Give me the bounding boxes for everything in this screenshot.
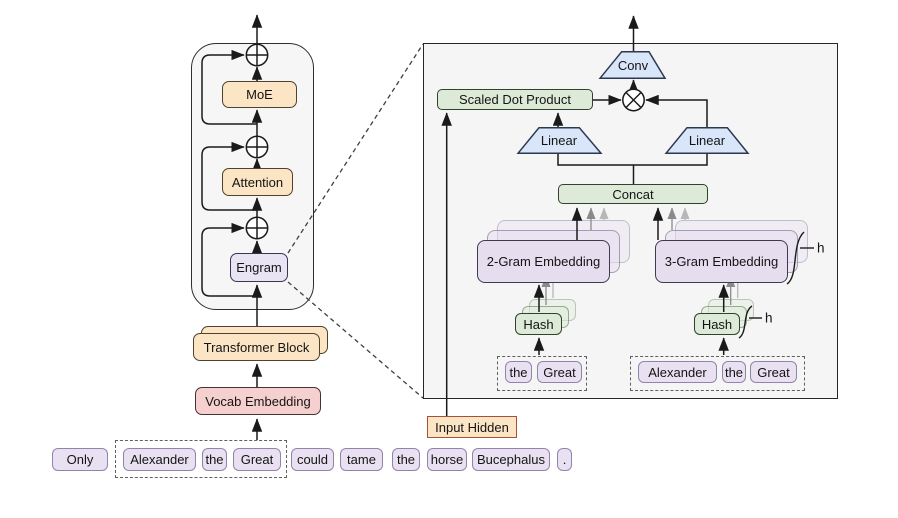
token: Great [233, 448, 281, 471]
linear-left-label: Linear [541, 133, 578, 148]
token: the [722, 361, 746, 383]
conv-label: Conv [618, 58, 649, 73]
token: the [505, 361, 532, 383]
engram-block: Engram [230, 253, 288, 282]
ngram-window-group [115, 440, 287, 478]
token: Great [750, 361, 797, 383]
bigram-input-group [497, 356, 587, 391]
hash-right-h-label: h [765, 311, 773, 326]
trigram-input-group [630, 356, 805, 391]
residual-skip-attention [201, 141, 257, 211]
token: the [392, 448, 420, 471]
residual-skip-engram [201, 222, 257, 297]
token: . [557, 448, 572, 471]
three-gram-h-label: h [817, 241, 825, 256]
hash-left-block: Hash [515, 313, 562, 335]
scaled-dot-product-block: Scaled Dot Product [437, 89, 593, 110]
residual-skip-moe [201, 49, 257, 125]
token: Only [52, 448, 108, 471]
token: tame [340, 448, 383, 471]
zoom-connector-top [287, 43, 424, 254]
transformer-block: Transformer Block [193, 333, 320, 361]
three-gram-h-brace [786, 231, 805, 285]
zoom-connector-bottom [287, 281, 424, 399]
circle-plus-icon [245, 135, 269, 159]
linear-right-label: Linear [689, 133, 726, 148]
token: Alexander [638, 361, 717, 383]
token: could [291, 448, 334, 471]
circle-plus-icon [245, 216, 269, 240]
token: horse [427, 448, 467, 471]
token: Alexander [123, 448, 196, 471]
concat-block: Concat [558, 184, 708, 204]
token: Bucephalus [472, 448, 550, 471]
linear-right-trapezoid [664, 126, 750, 155]
circle-plus-icon [245, 43, 269, 67]
hash-right-block: Hash [694, 313, 740, 335]
vocab-embedding-block: Vocab Embedding [195, 387, 321, 415]
attention-block: Attention [222, 168, 293, 196]
hash-right-h-brace [738, 305, 753, 339]
linear-left-trapezoid [516, 126, 603, 155]
moe-block: MoE [222, 81, 297, 108]
two-gram-embedding-block: 2-Gram Embedding [477, 240, 610, 283]
input-hidden-label: Input Hidden [427, 416, 517, 438]
token: the [202, 448, 227, 471]
conv-trapezoid [598, 50, 667, 80]
three-gram-embedding-block: 3-Gram Embedding [655, 240, 788, 283]
token: Great [537, 361, 582, 383]
circle-times-icon [622, 88, 645, 112]
panel-flow-lines [441, 15, 729, 416]
